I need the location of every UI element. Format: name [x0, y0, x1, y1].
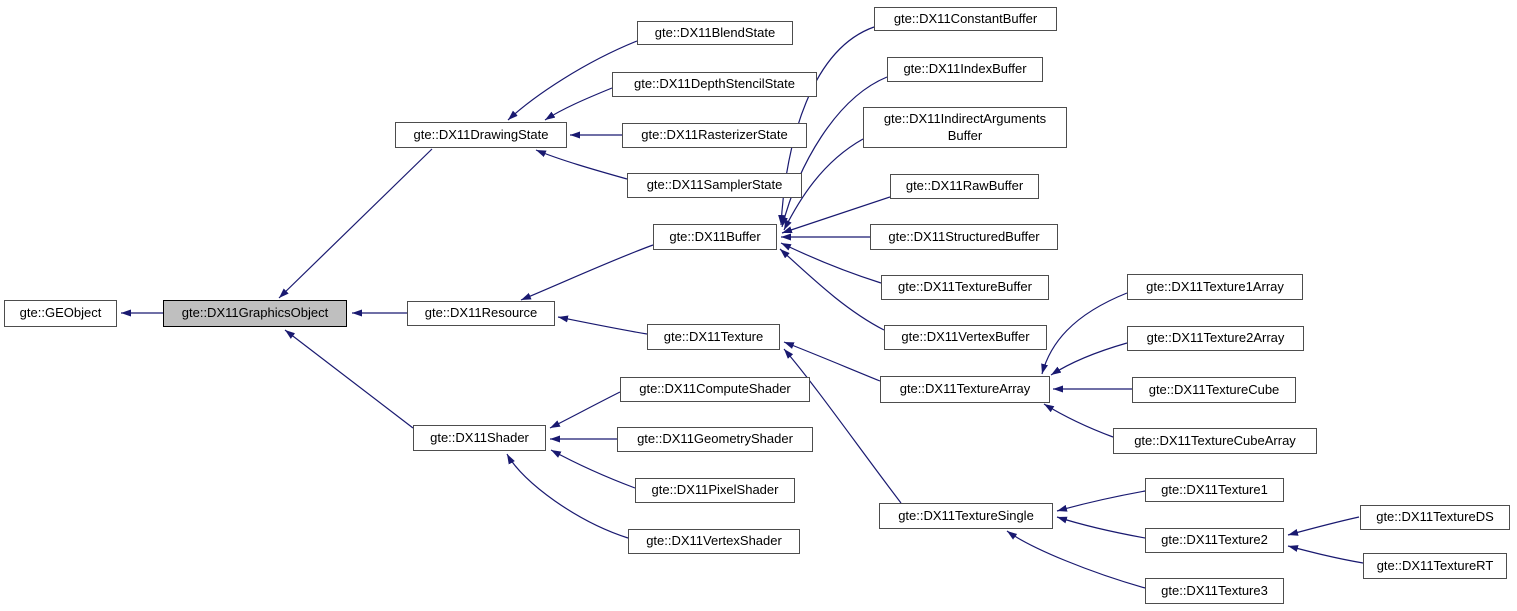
node-buffer[interactable]: gte::DX11Buffer — [653, 224, 777, 250]
node-samplerstate[interactable]: gte::DX11SamplerState — [627, 173, 802, 198]
edge-indexbuffer-buffer — [781, 76, 888, 228]
edge-texturecubearray-texturearray — [1043, 403, 1114, 438]
node-texture2array[interactable]: gte::DX11Texture2Array — [1127, 326, 1304, 351]
node-label: gte::DX11TextureCube — [1148, 381, 1280, 397]
node-computeshader[interactable]: gte::DX11ComputeShader — [620, 377, 810, 402]
edge-texturebuffer-buffer — [780, 242, 882, 284]
node-label: gte::DX11RawBuffer — [905, 178, 1024, 194]
edge-textureds-texture2 — [1287, 516, 1360, 536]
edge-rawbuffer-buffer — [781, 196, 891, 234]
node-label: gte::DX11ComputeShader — [639, 381, 791, 397]
edge-texture2array-texturearray — [1050, 342, 1128, 376]
node-label: gte::DX11DrawingState — [413, 126, 549, 142]
edge-pixelshader-shader — [550, 449, 636, 489]
node-label: gte::DX11StructuredBuffer — [888, 228, 1040, 244]
edge-texturearray-texture — [783, 341, 881, 382]
node-texture1array[interactable]: gte::DX11Texture1Array — [1127, 274, 1303, 300]
edge-computeshader-shader — [549, 391, 621, 429]
node-shader[interactable]: gte::DX11Shader — [413, 425, 546, 451]
node-label: gte::DX11SamplerState — [646, 177, 783, 193]
node-label: gte::DX11DepthStencilState — [634, 76, 795, 92]
node-rawbuffer[interactable]: gte::DX11RawBuffer — [890, 174, 1039, 199]
node-label: gte::DX11Buffer — [669, 228, 761, 244]
node-resource[interactable]: gte::DX11Resource — [407, 301, 555, 326]
node-vertexshader[interactable]: gte::DX11VertexShader — [628, 529, 800, 554]
node-rasterizerstate[interactable]: gte::DX11RasterizerState — [622, 123, 807, 148]
node-label: gte::DX11GraphicsObject — [181, 305, 329, 321]
node-texture2[interactable]: gte::DX11Texture2 — [1145, 528, 1284, 553]
node-label: gte::DX11Texture — [663, 328, 764, 344]
node-label: gte::DX11Resource — [424, 305, 538, 321]
node-label: gte::DX11ConstantBuffer — [893, 10, 1038, 26]
node-label: gte::DX11Shader — [430, 429, 529, 445]
node-textureds[interactable]: gte::DX11TextureDS — [1360, 505, 1510, 530]
node-label: gte::GEObject — [19, 305, 102, 321]
node-label: gte::DX11TextureRT — [1376, 557, 1494, 573]
edge-drawingstate-graphicsobject — [278, 148, 433, 299]
node-texture3[interactable]: gte::DX11Texture3 — [1145, 578, 1284, 604]
node-constantbuffer[interactable]: gte::DX11ConstantBuffer — [874, 7, 1057, 31]
node-label: gte::DX11TextureSingle — [898, 507, 1034, 523]
edge-blendstate-drawingstate — [507, 40, 638, 121]
node-label: gte::DX11GeometryShader — [637, 431, 793, 447]
edge-indirectargumentsbuffer-buffer — [783, 138, 864, 231]
node-pixelshader[interactable]: gte::DX11PixelShader — [635, 478, 795, 503]
edge-texture1-texturesingle — [1056, 490, 1146, 512]
node-texturert[interactable]: gte::DX11TextureRT — [1363, 553, 1507, 579]
node-blendstate[interactable]: gte::DX11BlendState — [637, 21, 793, 45]
node-label-line2: Buffer — [947, 127, 983, 143]
node-label: gte::DX11RasterizerState — [641, 127, 788, 143]
edge-buffer-resource — [520, 244, 654, 301]
node-label: gte::DX11TextureCubeArray — [1134, 432, 1296, 448]
node-label: gte::DX11PixelShader — [651, 482, 779, 498]
node-label: gte::DX11Texture2Array — [1146, 330, 1285, 346]
edge-texture-resource — [557, 315, 648, 335]
edge-vertexshader-shader — [506, 453, 629, 539]
node-label: gte::DX11TextureArray — [899, 381, 1031, 397]
node-texture[interactable]: gte::DX11Texture — [647, 324, 780, 350]
node-label: gte::DX11IndexBuffer — [903, 61, 1027, 77]
node-texturebuffer[interactable]: gte::DX11TextureBuffer — [881, 275, 1049, 300]
node-geobject[interactable]: gte::GEObject — [4, 300, 117, 327]
node-label: gte::DX11Texture1Array — [1146, 278, 1284, 294]
node-label: gte::DX11TextureDS — [1376, 509, 1494, 525]
edge-texture2-texturesingle — [1056, 516, 1146, 539]
node-label: gte::DX11Texture3 — [1161, 582, 1268, 598]
node-texture1[interactable]: gte::DX11Texture1 — [1145, 478, 1284, 502]
node-geometryshader[interactable]: gte::DX11GeometryShader — [617, 427, 813, 452]
node-texturearray[interactable]: gte::DX11TextureArray — [880, 376, 1050, 403]
node-vertexbuffer[interactable]: gte::DX11VertexBuffer — [884, 325, 1047, 350]
node-label: gte::DX11VertexBuffer — [901, 329, 1030, 345]
edge-texturert-texture2 — [1287, 545, 1364, 564]
node-indexbuffer[interactable]: gte::DX11IndexBuffer — [887, 57, 1043, 82]
edge-shader-graphicsobject — [284, 329, 414, 429]
node-label: gte::DX11Texture2 — [1161, 532, 1268, 548]
node-label: gte::DX11IndirectArguments — [883, 111, 1047, 127]
edge-samplerstate-drawingstate — [535, 149, 628, 180]
edge-vertexbuffer-buffer — [779, 248, 885, 331]
edge-texture1array-texturearray — [1041, 292, 1128, 375]
node-texturecubearray[interactable]: gte::DX11TextureCubeArray — [1113, 428, 1317, 454]
node-drawingstate[interactable]: gte::DX11DrawingState — [395, 122, 567, 148]
node-graphicsobject-current: gte::DX11GraphicsObject — [163, 300, 347, 327]
node-label: gte::DX11VertexShader — [646, 533, 782, 549]
node-label: gte::DX11Texture1 — [1161, 481, 1268, 497]
edge-texture3-texturesingle — [1006, 530, 1146, 589]
node-texturesingle[interactable]: gte::DX11TextureSingle — [879, 503, 1053, 529]
node-label: gte::DX11TextureBuffer — [898, 279, 1032, 295]
edge-texturesingle-texture — [783, 348, 902, 504]
edge-depthstencilstate-drawingstate — [544, 87, 613, 121]
node-structuredbuffer[interactable]: gte::DX11StructuredBuffer — [870, 224, 1058, 250]
node-depthstencilstate[interactable]: gte::DX11DepthStencilState — [612, 72, 817, 97]
node-texturecube[interactable]: gte::DX11TextureCube — [1132, 377, 1296, 403]
node-label: gte::DX11BlendState — [654, 24, 776, 40]
